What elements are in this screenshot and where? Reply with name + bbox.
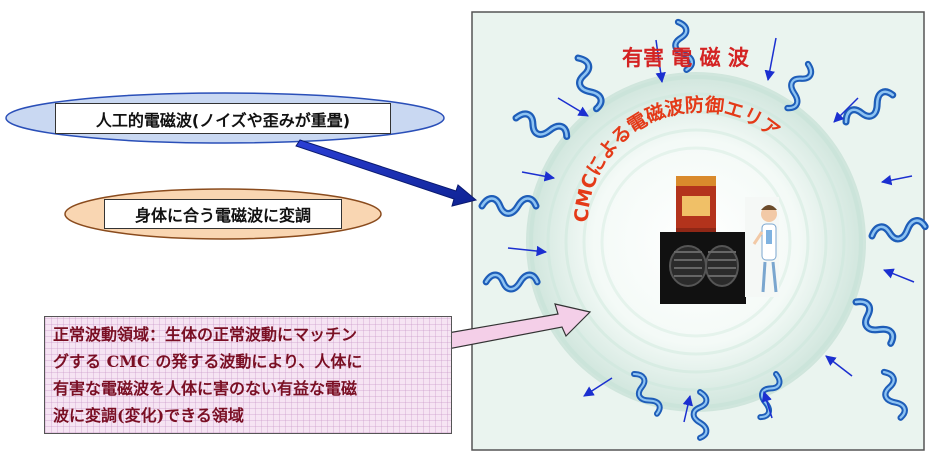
doctor-figure-image <box>745 197 779 297</box>
note-line: 有害な電磁波を人体に害のない有益な電磁 <box>53 379 358 398</box>
note-line: 波に変調(変化)できる領域 <box>53 406 244 425</box>
harmful-waves-title: 有害 電 磁 波 <box>622 46 750 70</box>
big-arrow-icon <box>295 139 478 207</box>
note-line: グする CMC の発する波動により、人体に <box>53 352 363 371</box>
arrow-icon <box>557 97 589 117</box>
cmc-can-image <box>676 176 716 240</box>
coil-image <box>660 232 746 304</box>
arrow-icon <box>825 355 853 377</box>
artificial-waves-label: 人工的電磁波(ノイズや歪みが重畳) <box>55 103 391 134</box>
modulate-label: 身体に合う電磁波に変調 <box>104 199 342 229</box>
note-line: 正常波動領域：生体の正常波動にマッチン <box>53 325 358 344</box>
pink-arrow-icon <box>441 303 592 350</box>
arrow-icon <box>764 37 777 82</box>
normal-wave-region-note: 正常波動領域：生体の正常波動にマッチン グする CMC の発する波動により、人体… <box>44 316 452 434</box>
arrow-icon <box>880 174 913 186</box>
arrow-icon <box>682 394 693 423</box>
arrow-icon <box>521 171 556 182</box>
arrow-icon <box>883 268 915 283</box>
inward-arrows <box>507 37 915 423</box>
arrow-icon <box>507 245 548 257</box>
arrow-icon <box>655 39 666 84</box>
arrow-icon <box>833 97 859 123</box>
arrow-icon <box>761 390 773 419</box>
arrow-icon <box>583 377 613 397</box>
